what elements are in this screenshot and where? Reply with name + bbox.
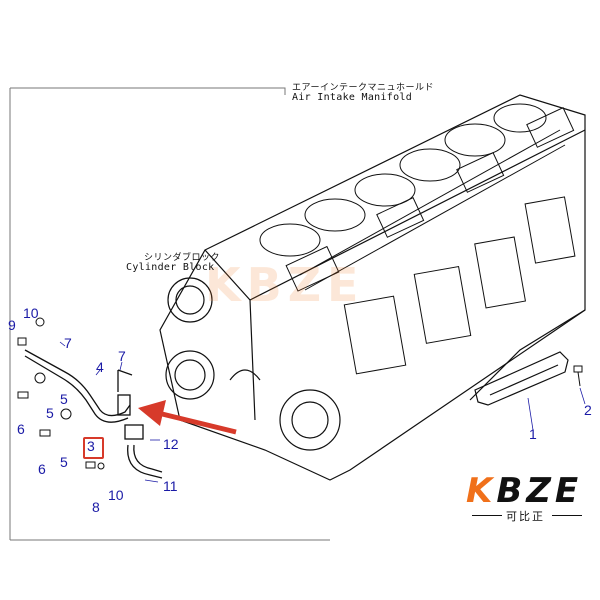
callout-9: 9 bbox=[8, 317, 16, 333]
bolt-part-2 bbox=[573, 365, 583, 387]
watermark-text: KBZE bbox=[205, 258, 365, 312]
callout-5a: 5 bbox=[60, 391, 68, 407]
logo-divider-right bbox=[552, 515, 582, 516]
callout-2: 2 bbox=[584, 402, 592, 418]
logo-divider-left bbox=[472, 515, 502, 516]
bracket-part bbox=[474, 351, 569, 406]
callout-11: 11 bbox=[163, 478, 178, 494]
tube-assembly bbox=[24, 349, 163, 479]
cylinder-block-label-jp: シリンダブロック bbox=[144, 253, 221, 263]
callout-5b: 5 bbox=[46, 405, 54, 421]
logo-accent-letter: K bbox=[466, 471, 497, 511]
brand-logo: KBZE bbox=[466, 471, 582, 511]
callout-6a: 6 bbox=[17, 421, 25, 437]
callout-7a: 7 bbox=[64, 335, 72, 351]
callout-7b: 7 bbox=[118, 348, 126, 364]
callout-1: 1 bbox=[529, 426, 537, 442]
cylinder-block-label-en: Cylinder Block bbox=[126, 262, 215, 273]
logo-letters: BZE bbox=[496, 471, 583, 511]
callout-10a: 10 bbox=[23, 305, 39, 321]
frame-line bbox=[10, 87, 286, 95]
fasteners bbox=[17, 317, 105, 470]
callout-8: 8 bbox=[92, 499, 100, 515]
callout-5c: 5 bbox=[60, 454, 68, 470]
air-intake-label-jp: エアーインテークマニュホールド bbox=[292, 83, 434, 93]
logo-subtitle: 可比正 bbox=[506, 510, 545, 523]
red-arrow bbox=[138, 400, 237, 435]
highlight-box bbox=[83, 437, 104, 459]
leader-lines bbox=[59, 341, 586, 483]
cylinder-bores bbox=[259, 103, 547, 257]
intake-manifold bbox=[285, 107, 575, 292]
callout-4: 4 bbox=[96, 359, 104, 375]
air-intake-label-en: Air Intake Manifold bbox=[292, 92, 413, 103]
callout-12: 12 bbox=[163, 436, 179, 452]
callout-6b: 6 bbox=[38, 461, 46, 477]
front-cover bbox=[165, 277, 341, 451]
callout-10b: 10 bbox=[108, 487, 124, 503]
callout-3: 3 bbox=[87, 438, 95, 454]
block-side-detail bbox=[343, 196, 576, 375]
